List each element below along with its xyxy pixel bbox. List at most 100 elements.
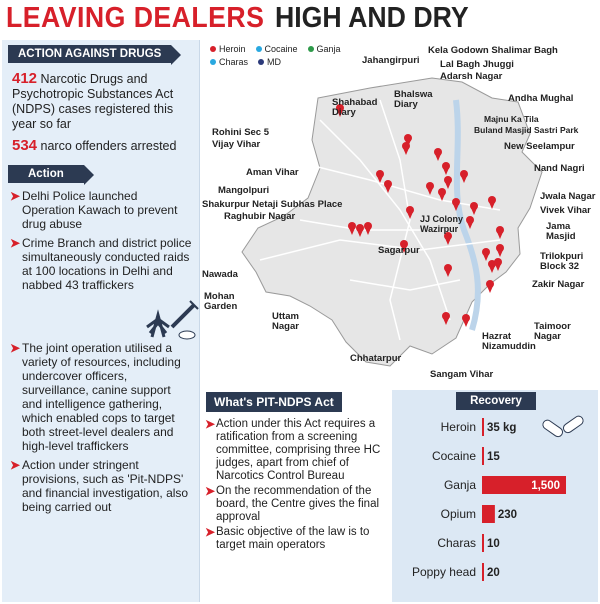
chevron-icon: ➤ — [10, 189, 21, 203]
location-marker — [470, 202, 478, 215]
action-tag: Action — [8, 165, 94, 185]
location-markers — [336, 104, 504, 327]
location-marker — [482, 248, 490, 261]
stat-arrests-text: narco offenders arrested — [37, 139, 177, 153]
location-label: Vivek Vihar — [540, 205, 591, 216]
location-marker — [434, 148, 442, 161]
action-bullet: ➤The joint operation utilised a variety … — [10, 341, 181, 453]
headline-dark: HIGH AND DRY — [275, 2, 470, 34]
value-label: 15 — [487, 451, 500, 463]
location-label: Trilokpuri Block 32 — [540, 251, 584, 272]
map-legend: Heroin Cocaine Ganja Charas MD — [210, 44, 341, 70]
legend-item: Ganja — [307, 44, 341, 54]
pit-bullet: ➤Action under this Act requires a ratifi… — [205, 417, 381, 483]
location-marker — [444, 176, 452, 189]
pit-ndps-tag: What's PIT-NDPS Act — [206, 392, 342, 412]
location-marker — [444, 232, 452, 245]
legend-dot — [210, 46, 216, 52]
location-label: Majnu Ka Tila — [484, 114, 539, 124]
location-marker — [444, 264, 452, 277]
delhi-map — [241, 77, 543, 367]
stat-arrests: 534 narco offenders arrested — [2, 138, 199, 154]
stat-arrests-number: 534 — [12, 137, 38, 154]
chevron-icon: ➤ — [10, 236, 21, 250]
location-label: Aman Vihar — [246, 167, 299, 178]
location-label: Nand Nagri — [534, 163, 585, 174]
location-marker — [488, 196, 496, 209]
legend-dot — [258, 59, 265, 65]
location-marker — [460, 170, 468, 183]
action-bullet: ➤Action under stringent provisions, such… — [10, 458, 189, 514]
value-label: 1,500 — [531, 480, 560, 492]
location-label: Bhalswa Diary — [394, 89, 433, 110]
legend-dot — [307, 46, 314, 52]
cannabis-syringe-icon — [146, 300, 199, 340]
location-label: Zakir Nagar — [532, 279, 585, 290]
legend-item: Charas — [210, 57, 248, 67]
stat-cases-number: 412 — [12, 70, 38, 87]
headline-red: LEAVING DEALERS — [6, 2, 265, 34]
action-against-drugs-tag: ACTION AGAINST DRUGS — [8, 45, 182, 65]
location-label: Jama Masjid — [546, 221, 576, 242]
location-marker — [404, 134, 412, 147]
legend-item: Cocaine — [255, 44, 298, 54]
legend-item: MD — [258, 57, 281, 67]
location-marker — [442, 312, 450, 325]
category-label: Heroin — [441, 420, 476, 434]
drug-icons — [2, 297, 199, 341]
left-panel: ACTION AGAINST DRUGS 412 Narcotic Drugs … — [2, 40, 200, 602]
location-label: Mangolpuri — [218, 185, 270, 196]
location-marker — [348, 222, 356, 235]
legend-item: Heroin — [210, 44, 246, 54]
location-marker — [376, 170, 384, 183]
location-label: Vijay Vihar — [212, 139, 261, 150]
location-label: Nawada — [202, 269, 238, 280]
location-marker — [356, 224, 364, 237]
bar — [482, 476, 566, 494]
delhi-outline — [241, 77, 543, 367]
value-label: 20 — [487, 567, 500, 579]
location-label: Uttam Nagar — [272, 311, 299, 332]
location-label: Raghubir Nagar — [224, 211, 296, 222]
location-label: Hazrat Nizamuddin — [482, 331, 536, 352]
location-label: Rohini Sec 5 — [212, 127, 270, 138]
headline: LEAVING DEALERS HIGH AND DRY — [6, 2, 596, 38]
location-marker — [462, 314, 470, 327]
action-bullet: ➤Delhi Police launched Operation Kawach … — [10, 189, 178, 231]
category-label: Charas — [437, 536, 476, 550]
location-marker — [442, 162, 450, 175]
chevron-icon: ➤ — [205, 484, 216, 498]
chevron-icon: ➤ — [10, 458, 21, 472]
location-marker — [426, 182, 434, 195]
chevron-icon: ➤ — [205, 417, 216, 431]
location-label: Jahangirpuri — [362, 55, 420, 66]
location-marker — [438, 188, 446, 201]
location-label: Sagarpur — [378, 245, 420, 256]
location-label: Kela Godown Shalimar Bagh — [428, 45, 558, 56]
chevron-icon: ➤ — [205, 525, 216, 539]
category-label: Ganja — [444, 478, 476, 492]
value-label: 10 — [487, 538, 500, 550]
location-marker — [496, 226, 504, 239]
stat-cases: 412 Narcotic Drugs and Psychotropic Subs… — [2, 71, 199, 132]
bar — [482, 418, 484, 436]
bar — [482, 447, 484, 465]
location-marker — [496, 244, 504, 257]
roads — [259, 99, 501, 341]
bar — [482, 505, 495, 523]
location-label: Chhatarpur — [350, 353, 402, 364]
legend-dot — [210, 59, 216, 65]
pit-bullet: ➤On the recommendation of the board, the… — [205, 484, 380, 524]
category-label: Opium — [441, 507, 476, 521]
location-label: Andha Mughal — [508, 93, 574, 104]
location-label: Shakurpur Netaji Subhas Place — [202, 199, 343, 210]
location-marker — [364, 222, 372, 235]
location-label: Jwala Nagar — [540, 191, 596, 202]
location-label: Buland Masjid Sastri Park — [474, 125, 579, 135]
location-marker — [494, 258, 502, 271]
location-label: JJ Colony Wazirpur — [420, 214, 464, 234]
location-marker — [384, 180, 392, 193]
location-label: Mohan Garden — [204, 291, 238, 312]
location-label: Taimoor Nagar — [534, 321, 571, 342]
